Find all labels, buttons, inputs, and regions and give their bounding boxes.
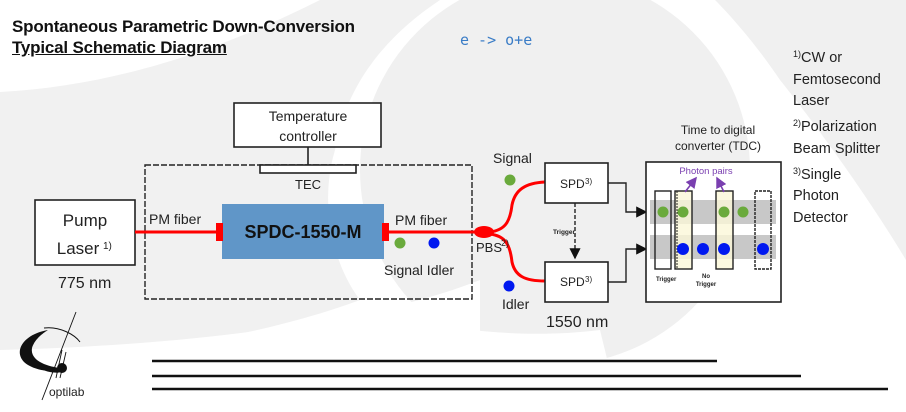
fiber-connector-in [216, 223, 223, 241]
tdc-signal-dot [718, 206, 730, 218]
pbs-label: PBS [476, 240, 502, 255]
tec-label: TEC [295, 177, 321, 192]
logo-text: optilab [49, 385, 85, 399]
window-pair-2 [715, 190, 734, 270]
svg-text:Temperature: Temperature [269, 108, 348, 124]
idler-label: Idler [502, 296, 530, 312]
window-dashed [754, 190, 772, 270]
signal-fiber [489, 180, 546, 234]
tdc-idler-dot [757, 243, 769, 255]
tdc-signal-dot [657, 206, 669, 218]
output-wavelength: 1550 nm [546, 314, 608, 331]
fiber-in-label: PM fiber [149, 211, 201, 227]
window-trigger [654, 190, 672, 270]
tec-plate [259, 164, 357, 174]
photon-pair-arrow [684, 176, 697, 193]
photon-pairs-label: Photon pairs [679, 166, 733, 177]
fiber-out-label: PM fiber [395, 212, 447, 228]
tdc-idler-dot [697, 243, 709, 255]
pbs-splitter [474, 226, 494, 238]
svg-text:Laser: Laser [57, 239, 100, 258]
idler-fiber [489, 232, 546, 283]
pump-laser-box: Pump Laser 1) [34, 199, 136, 266]
conversion-formula: e -> o+e [460, 31, 533, 49]
footnote-1: 1)CW or [793, 49, 843, 66]
tdc-idler-dot [718, 243, 730, 255]
pump-wavelength: 775 nm [58, 275, 111, 292]
tdc-box [645, 161, 782, 303]
signal-photon-icon [394, 237, 406, 249]
window-pair-1 [674, 190, 693, 270]
signal-dot-icon [504, 174, 516, 186]
footnote-2: 2)Polarization [793, 118, 877, 136]
fiber-connector-out [382, 223, 389, 241]
tdc-title-line1: Time to digital [681, 123, 755, 137]
spd-top-box: SPD 3) [544, 162, 609, 204]
svg-text:1): 1) [103, 241, 112, 252]
signal-idler-label: Signal Idler [384, 262, 454, 278]
signal-band [650, 200, 776, 224]
trigger-label: Trigger [553, 229, 576, 236]
tdc-no-trigger-label: No [702, 274, 710, 280]
spdc-crystal [222, 204, 384, 259]
svg-text:Pump: Pump [63, 211, 107, 230]
tdc-title-line2: converter (TDC) [675, 139, 761, 153]
tdc-signal-dot [737, 206, 749, 218]
crystal-label: SPDC-1550-M [244, 222, 361, 242]
footnote-3: 3)Single [793, 165, 842, 183]
svg-text:2): 2) [501, 238, 509, 248]
idler-dot-icon [503, 280, 515, 292]
svg-text:SPD: SPD [560, 275, 585, 289]
tdc-signal-photons [657, 206, 749, 218]
spd-bottom-box: SPD 3) [544, 261, 609, 303]
photon-pair-arrow [716, 176, 727, 193]
idler-band [650, 235, 776, 259]
page-subtitle: Typical Schematic Diagram [12, 38, 227, 57]
optilab-logo: optilab [19, 311, 85, 401]
tdc-trigger-label: Trigger [656, 277, 677, 283]
footnotes: 1)CW or Femtosecond Laser 2)Polarization… [793, 44, 881, 230]
signal-label: Signal [493, 150, 532, 166]
svg-text:Trigger: Trigger [696, 282, 717, 288]
spd-bottom-to-tdc [608, 243, 648, 283]
tdc-signal-dot [677, 206, 689, 218]
svg-text:SPD: SPD [560, 177, 585, 191]
tdc-idler-dot [677, 243, 689, 255]
spd-top-to-tdc [608, 182, 648, 218]
svg-text:3): 3) [585, 177, 592, 186]
page-title: Spontaneous Parametric Down-Conversion [12, 17, 355, 36]
svg-text:3): 3) [585, 275, 592, 284]
idler-photon-icon [428, 237, 440, 249]
svg-text:controller: controller [279, 128, 337, 144]
temperature-controller-box: Temperature controller [233, 102, 382, 148]
tdc-idler-photons [677, 243, 769, 255]
